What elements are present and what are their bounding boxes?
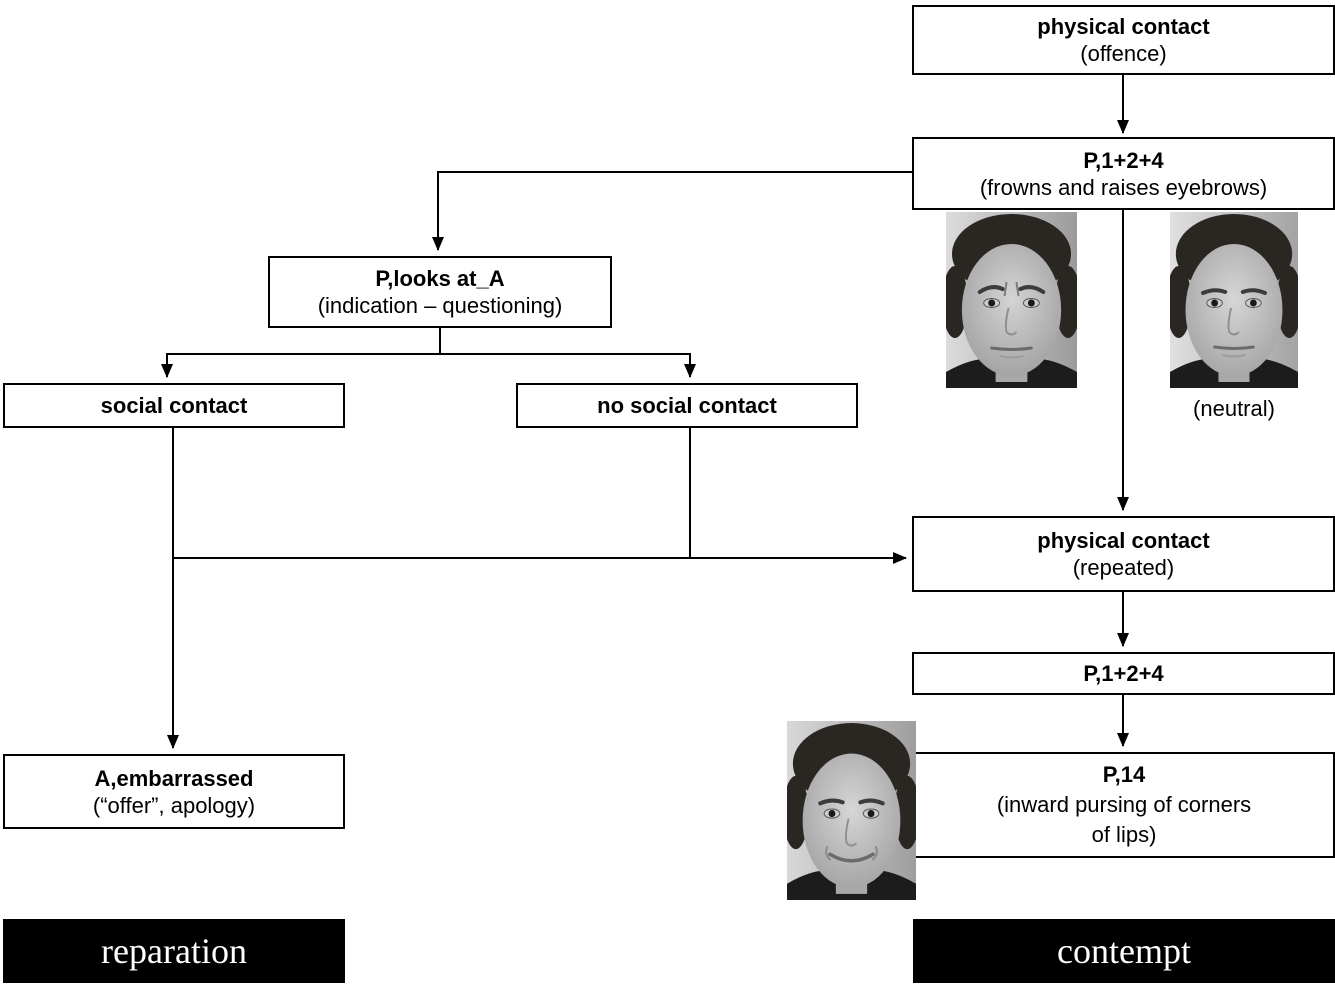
node-social-contact: social contact — [3, 383, 345, 428]
node-physical-contact-repeated: physical contact (repeated) — [912, 516, 1335, 592]
node-subtitle-line2: of lips) — [1091, 822, 1157, 847]
outcome-label: reparation — [101, 931, 247, 971]
node-subtitle: (repeated) — [1072, 555, 1175, 580]
node-subtitle: (indication – questioning) — [317, 293, 563, 318]
node-p-looks-at-a: P,looks at_A (indication – questioning) — [268, 256, 612, 328]
arrow-p124-to-looks-at — [432, 171, 912, 251]
node-title: social contact — [100, 393, 248, 418]
node-subtitle: (offence) — [1080, 41, 1167, 66]
node-title: P,looks at_A — [375, 266, 505, 291]
node-title: physical contact — [1037, 528, 1210, 553]
node-p124-frowns: P,1+2+4 (frowns and raises eyebrows) — [912, 137, 1335, 210]
node-p14-pursed-lips: P,14 (inward pursing of corners of lips) — [913, 752, 1335, 858]
outcome-label: contempt — [1057, 931, 1191, 971]
outcome-contempt: contempt — [913, 919, 1335, 983]
node-physical-contact-offence: physical contact (offence) — [912, 5, 1335, 75]
node-subtitle: (“offer”, apology) — [92, 792, 256, 818]
node-title: P,1+2+4 — [1083, 661, 1164, 686]
node-subtitle: (frowns and raises eyebrows) — [979, 174, 1268, 200]
outcome-reparation: reparation — [3, 919, 345, 983]
face-photo-frowning-raised-eyebrows — [946, 212, 1077, 388]
node-subtitle: (inward pursing of corners — [996, 792, 1252, 817]
node-p124-repeat: P,1+2+4 — [912, 652, 1335, 695]
face-photo-neutral — [1170, 212, 1298, 388]
node-a-embarrassed: A,embarrassed (“offer”, apology) — [3, 754, 345, 829]
node-title: no social contact — [597, 393, 777, 418]
node-title: A,embarrassed — [94, 765, 254, 791]
photo-caption-neutral: (neutral) — [1193, 396, 1275, 421]
node-no-social-contact: no social contact — [516, 383, 858, 428]
node-title: physical contact — [1037, 14, 1210, 39]
node-title: P,14 — [1102, 762, 1146, 787]
node-title: P,1+2+4 — [1083, 147, 1164, 173]
face-photo-lip-corners-pursed — [787, 721, 916, 900]
